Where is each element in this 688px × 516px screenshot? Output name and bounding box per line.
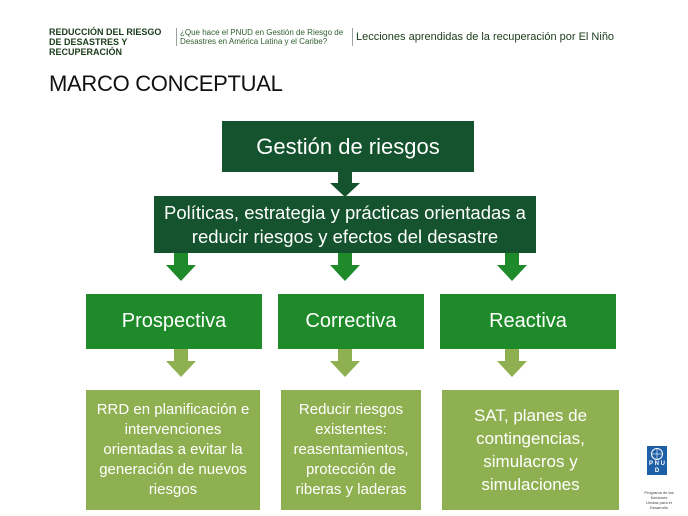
un-emblem-icon xyxy=(647,446,667,462)
arrow-prospectiva-to-desc xyxy=(166,349,196,377)
node-correctiva: Correctiva xyxy=(278,294,424,349)
desc-prospectiva: RRD en planificación e intervenciones or… xyxy=(86,390,260,510)
brand-title: REDUCCIÓN DEL RIESGO DE DESASTRES Y RECU… xyxy=(49,27,162,57)
node-gestion-riesgos: Gestión de riesgos xyxy=(222,121,474,172)
arrow-top-to-policy xyxy=(330,172,360,197)
page-title: MARCO CONCEPTUAL xyxy=(49,71,283,96)
node-politicas-text: Políticas, estrategia y prácticas orient… xyxy=(164,201,526,247)
arrow-correctiva-to-desc xyxy=(330,349,360,377)
desc-correctiva: Reducir riesgos existentes: reasentamien… xyxy=(281,390,421,510)
node-politicas: Políticas, estrategia y prácticas orient… xyxy=(154,196,536,253)
arrow-policy-to-prospectiva xyxy=(166,253,196,281)
node-reactiva: Reactiva xyxy=(440,294,616,349)
arrow-policy-to-reactiva xyxy=(497,253,527,281)
desc-reactiva: SAT, planes de contingencias, simulacros… xyxy=(442,390,619,510)
arrow-reactiva-to-desc xyxy=(497,349,527,377)
pnud-logo: P N U D xyxy=(647,461,667,475)
header-divider xyxy=(176,28,177,46)
header-question: ¿Que hace el PNUD en Gestión de Riesgo d… xyxy=(180,28,344,46)
node-prospectiva: Prospectiva xyxy=(86,294,262,349)
pnud-tagline: Programa de las Naciones Unidas para el … xyxy=(644,490,674,510)
header-divider xyxy=(352,28,353,46)
header-subtitle: Lecciones aprendidas de la recuperación … xyxy=(356,31,615,43)
arrow-policy-to-correctiva xyxy=(330,253,360,281)
